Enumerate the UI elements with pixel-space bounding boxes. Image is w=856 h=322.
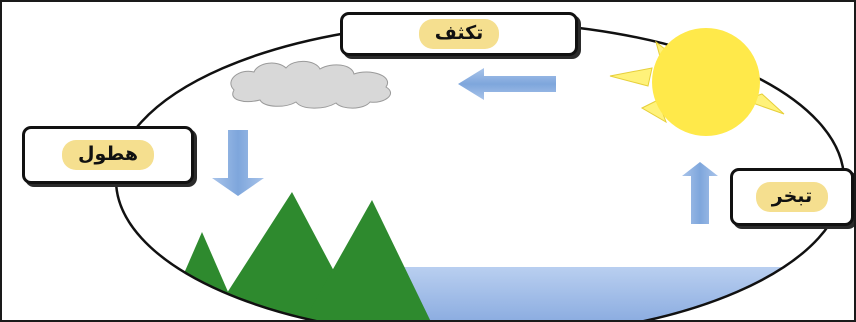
precipitation-label-box: هطول: [22, 126, 194, 184]
sun-icon: [610, 28, 784, 136]
condensation-label-box: تكثف: [340, 12, 578, 56]
arrow-evaporation-up: [682, 162, 718, 224]
arrow-precipitation-down: [212, 130, 264, 196]
evaporation-label-box: تبخر: [730, 168, 854, 226]
arrow-evaporation-to-condensation: [458, 68, 556, 100]
water-body: [382, 267, 852, 322]
precipitation-label: هطول: [62, 140, 154, 170]
evaporation-label: تبخر: [756, 182, 828, 212]
condensation-label: تكثف: [419, 19, 500, 49]
cloud-icon: [231, 61, 391, 108]
mountains-icon: [162, 192, 432, 322]
